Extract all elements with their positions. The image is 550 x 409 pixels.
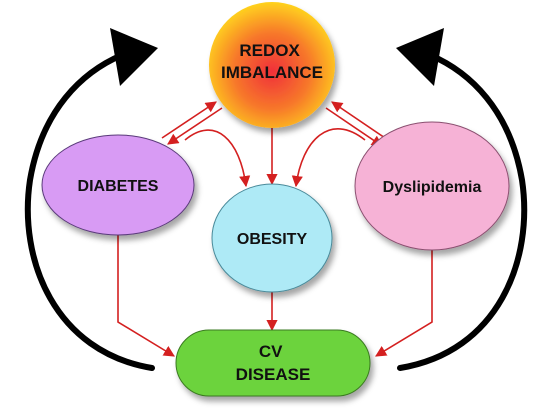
arrow-redox-dyslip-b <box>331 101 389 141</box>
node-redox-imbalance <box>209 2 335 128</box>
cycle-arrow-left <box>24 28 158 371</box>
arrow-diabetes-obesity <box>184 129 251 188</box>
cv-label-line1: CV <box>259 342 283 361</box>
node-diabetes <box>41 134 195 236</box>
arrow-redox-dyslip-a <box>325 107 383 147</box>
connectors <box>117 101 433 357</box>
arrow-redox-diabetes-a <box>167 107 223 145</box>
node-dyslipidemia <box>354 121 510 251</box>
arrow-diabetes-cv <box>117 232 175 357</box>
redox-label-line2: IMBALANCE <box>221 63 323 82</box>
cv-disease-label: CV DISEASE <box>236 342 311 384</box>
redox-label: REDOX IMBALANCE <box>221 41 323 82</box>
cv-label-line2: DISEASE <box>236 365 311 384</box>
arrow-redox-diabetes-b <box>161 101 217 139</box>
arrow-dyslip-obesity <box>291 128 366 188</box>
arrow-dyslip-cv <box>375 250 433 357</box>
node-obesity <box>211 183 333 293</box>
obesity-label: OBESITY <box>237 231 308 248</box>
node-cv-disease <box>175 329 371 397</box>
dyslipidemia-label: Dyslipidemia <box>383 179 482 196</box>
cycle-arrow-right <box>396 28 528 371</box>
diabetes-label: DIABETES <box>78 178 159 195</box>
redox-label-line1: REDOX <box>239 41 300 60</box>
